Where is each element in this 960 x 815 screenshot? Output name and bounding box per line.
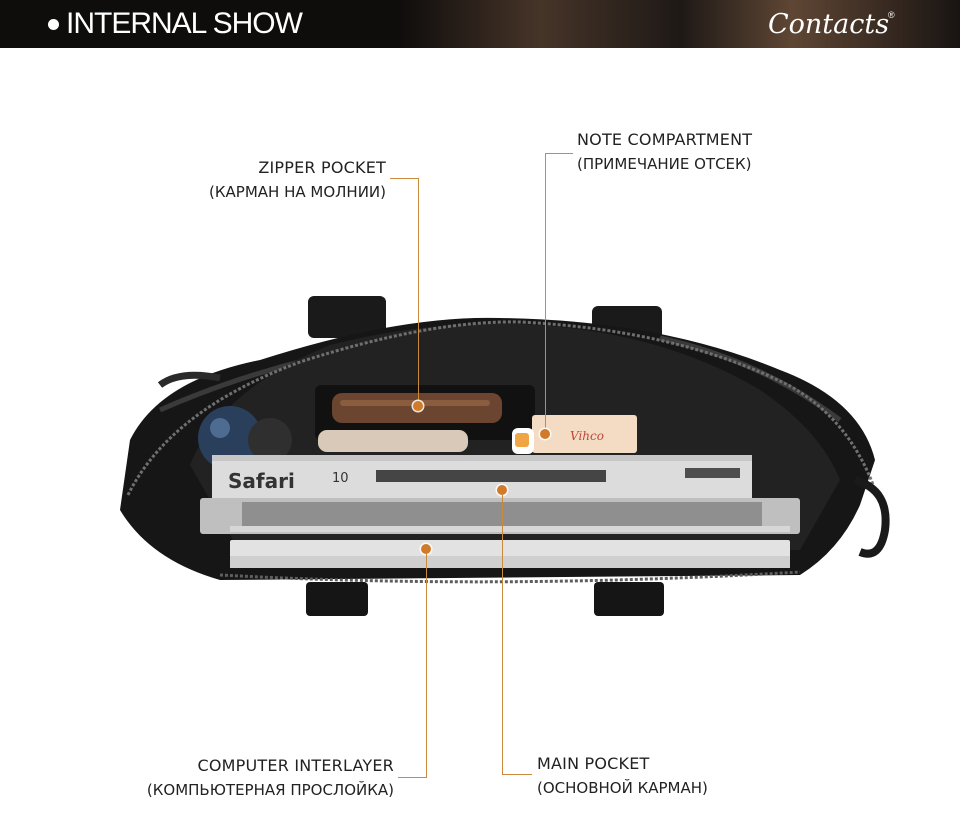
note-card-text: Vihco bbox=[570, 429, 604, 443]
zipper-pull-right bbox=[853, 476, 890, 558]
marker-dot-zipper-pocket bbox=[413, 401, 423, 411]
brand-logo: Contacts bbox=[768, 9, 890, 40]
callout-note-compartment-en: NOTE COMPARTMENT bbox=[577, 130, 753, 149]
callout-note-compartment-ru: (ПРИМЕЧАНИЕ ОТСЕК) bbox=[577, 155, 752, 173]
callout-computer-interlayer: COMPUTER INTERLAYER (КОМПЬЮТЕРНАЯ ПРОСЛО… bbox=[110, 754, 394, 802]
callout-note-compartment: NOTE COMPARTMENT (ПРИМЕЧАНИЕ ОТСЕК) bbox=[577, 128, 752, 176]
leader-line-interlayer-h bbox=[398, 777, 426, 778]
leader-line-note-v bbox=[545, 153, 546, 433]
phone bbox=[318, 430, 468, 452]
leader-line-zipper-v bbox=[418, 178, 419, 406]
callout-computer-interlayer-en: COMPUTER INTERLAYER bbox=[197, 756, 394, 775]
marker-dot-computer-interlayer bbox=[421, 544, 431, 554]
leader-line-main-h bbox=[502, 774, 532, 775]
leader-line-zipper-h bbox=[390, 178, 418, 179]
bullet-icon bbox=[48, 19, 59, 30]
bag-interior-photo: Vihco Safari 10 bbox=[120, 296, 890, 616]
zipper-track bbox=[126, 320, 877, 496]
header-banner: INTERNAL SHOW Contacts ® bbox=[0, 0, 960, 48]
callout-zipper-pocket-ru: (КАРМАН НА МОЛНИИ) bbox=[209, 183, 386, 201]
bag-handle-left bbox=[308, 296, 386, 338]
bag-handle-bottom-right bbox=[594, 582, 664, 616]
magazine-issue: 10 bbox=[332, 471, 349, 486]
callout-main-pocket-ru: (ОСНОВНОЙ КАРМАН) bbox=[537, 779, 708, 797]
marker-dot-note-compartment bbox=[540, 429, 550, 439]
callout-computer-interlayer-ru: (КОМПЬЮТЕРНАЯ ПРОСЛОЙКА) bbox=[146, 781, 394, 799]
leader-line-interlayer-v bbox=[426, 554, 427, 778]
callout-main-pocket-en: MAIN POCKET bbox=[537, 754, 650, 773]
leader-line-main-v bbox=[502, 495, 503, 775]
note-card bbox=[532, 415, 637, 453]
marker-dot-main-pocket bbox=[497, 485, 507, 495]
magazine-title: Safari bbox=[228, 469, 295, 493]
zipper-pull-left bbox=[157, 371, 221, 388]
callout-zipper-pocket-en: ZIPPER POCKET bbox=[258, 158, 386, 177]
bag-handle-bottom-left bbox=[306, 582, 368, 616]
leader-line-note-h bbox=[545, 153, 573, 154]
registered-mark: ® bbox=[888, 10, 895, 20]
header-background-photo bbox=[400, 0, 960, 48]
callout-main-pocket: MAIN POCKET (ОСНОВНОЙ КАРМАН) bbox=[537, 752, 708, 800]
page-title: INTERNAL SHOW bbox=[66, 7, 303, 40]
callout-zipper-pocket: ZIPPER POCKET (КАРМАН НА МОЛНИИ) bbox=[160, 156, 386, 204]
